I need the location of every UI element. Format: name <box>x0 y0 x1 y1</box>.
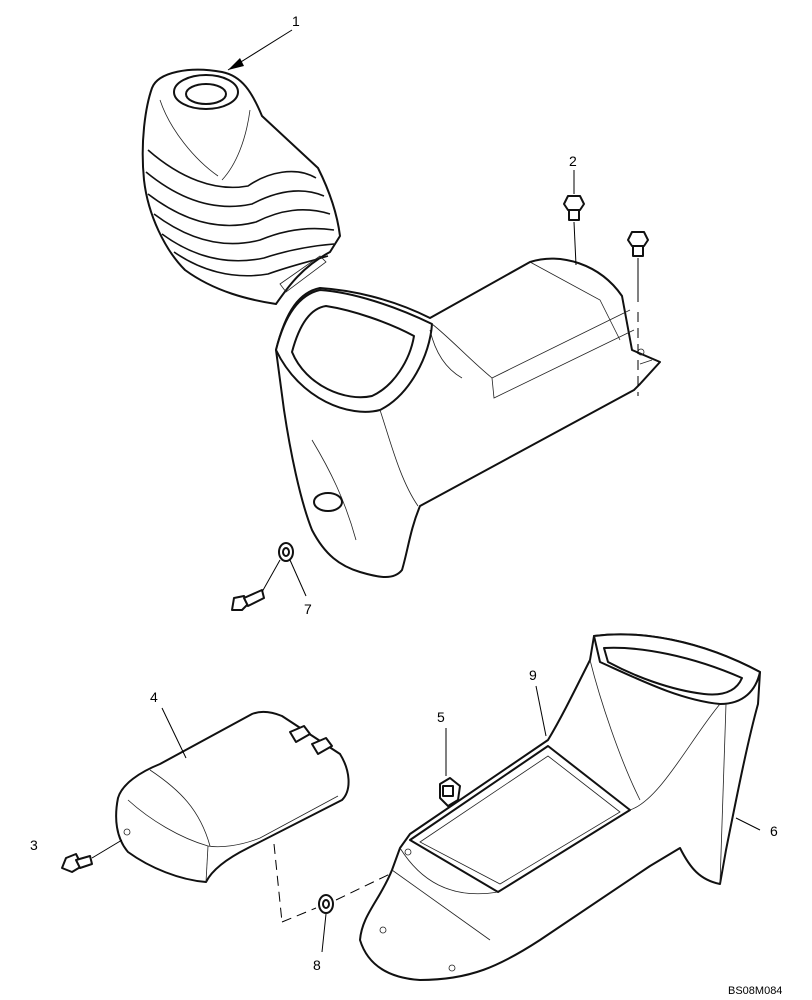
lid-part-4 <box>115 710 350 883</box>
leader-lines <box>161 29 761 953</box>
callout-9: 9 <box>529 667 537 683</box>
drawing-code: BS08M084 <box>728 985 782 997</box>
callout-2: 2 <box>569 153 577 169</box>
screw-part-2 <box>563 195 649 396</box>
boot-part-1 <box>141 68 341 305</box>
bolt-washer-part-7 <box>231 542 307 611</box>
washer-part-8 <box>273 843 395 923</box>
upper-console <box>275 257 661 578</box>
callout-8: 8 <box>313 957 321 973</box>
callout-4: 4 <box>150 689 158 705</box>
callout-5: 5 <box>437 709 445 725</box>
wing-screw-part-3 <box>61 839 123 873</box>
callout-3: 3 <box>30 837 38 853</box>
callout-6: 6 <box>770 823 778 839</box>
callout-7: 7 <box>304 601 312 617</box>
callout-1: 1 <box>292 13 300 29</box>
clip-nut-part-5 <box>439 728 461 807</box>
base-part-6 <box>359 633 761 981</box>
